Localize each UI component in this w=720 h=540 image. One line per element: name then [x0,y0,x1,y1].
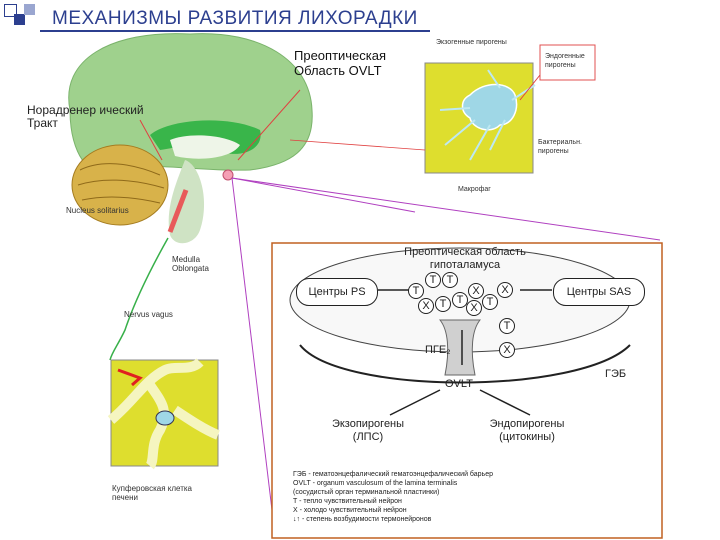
warm-neuron-node: T [408,283,424,299]
ps-centers-label: Центры PS [308,286,366,298]
cold-neuron-node: X [468,283,484,299]
macrophage-processes [439,69,536,161]
pointer-macrophage [519,74,541,101]
label-macrophage: Макрофаг [458,186,491,193]
label-nervus-vagus: Nervus vagus [124,310,173,319]
label-medulla-oblongata: Medulla Oblongata [172,255,209,273]
pointer-noradrenergic [139,119,163,161]
label-exogenous-pyrogens: Экзогенные пирогены [436,39,507,46]
sas-centers-box: Центры SAS [553,278,645,306]
ovlt-label: OVLT [445,378,473,390]
brainstem-red [167,189,189,233]
legend-line: ↓↑ - степень возбудимости термонейронов [293,516,432,523]
legend-line: ГЭБ - гематоэнцефалический гематоэнцефал… [293,471,493,478]
label-kupffer-cell: Купферовская клетка печени [112,484,192,502]
link-line-4 [289,139,426,151]
link-line-1 [231,177,416,213]
label-bacterial-pyrogens: Бактериальн. пирогены [538,139,582,155]
geb-arc [299,344,631,384]
pge2-label: ПГЕ₂ [425,344,451,356]
header-square-outline [4,4,17,17]
pointer-preoptic [237,89,301,161]
ovlt-funnel [438,319,482,376]
label-preoptic-area: Преоптическая Область OVLT [294,48,387,78]
geb-label: ГЭБ [605,368,627,380]
ovlt-marker [222,169,234,181]
header-square-light [24,4,35,15]
warm-neuron-node: T [442,272,458,288]
legend-line: (сосудистый орган терминальной пластинки… [293,489,440,496]
cold-neuron-node: X [497,282,513,298]
exopyrogens-label: Экзопирогены (ЛПС) [331,418,405,443]
page-title: МЕХАНИЗМЫ РАЗВИТИЯ ЛИХОРАДКИ [52,8,418,29]
legend-line: X - холодо чувствительный нейрон [293,507,407,514]
warm-neuron-node: T [482,294,498,310]
label-endogenous-pyrogens: Эндогенные пирогены [545,53,585,69]
vagus-nerve [109,237,169,361]
cerebellum-folds [77,163,165,204]
header-square-filled [14,14,25,25]
cold-neuron-node: X [466,300,482,316]
liver-cells [107,358,220,470]
legend-line: T - тепло чувствительный нейрон [293,498,402,505]
legend: ГЭБ - гематоэнцефалический гематоэнцефал… [293,470,493,524]
warm-neuron-node: T [499,318,515,334]
macrophage-cell [461,83,518,131]
label-nucleus-solitarius: Nucleus solitarius [66,206,129,215]
warm-neuron-node: T [435,296,451,312]
title-underline [40,30,430,32]
cold-neuron-node: X [499,342,515,358]
red-arrow [117,368,143,387]
sas-centers-label: Центры SAS [566,286,632,298]
inset-title: Преоптическая область гипоталамуса [404,246,526,271]
link-line-2 [231,177,276,536]
brainstem [168,160,205,244]
link-line-3 [231,177,661,241]
ps-centers-box: Центры PS [296,278,378,306]
endopyrogens-label: Эндопирогены (цитокины) [489,418,565,443]
thalamus [170,135,240,159]
legend-line: OVLT - organum vasculosum of the lamina … [293,480,458,487]
cold-neuron-node: X [418,298,434,314]
arrow-endo [479,389,531,416]
label-noradrenergic-tract: Норадренер ический Тракт [27,103,144,130]
arrow-exo [389,389,441,416]
warm-neuron-node: T [452,292,468,308]
warm-neuron-node: T [425,272,441,288]
kupffer-cell [155,410,175,426]
pyrogen-box [539,44,596,81]
